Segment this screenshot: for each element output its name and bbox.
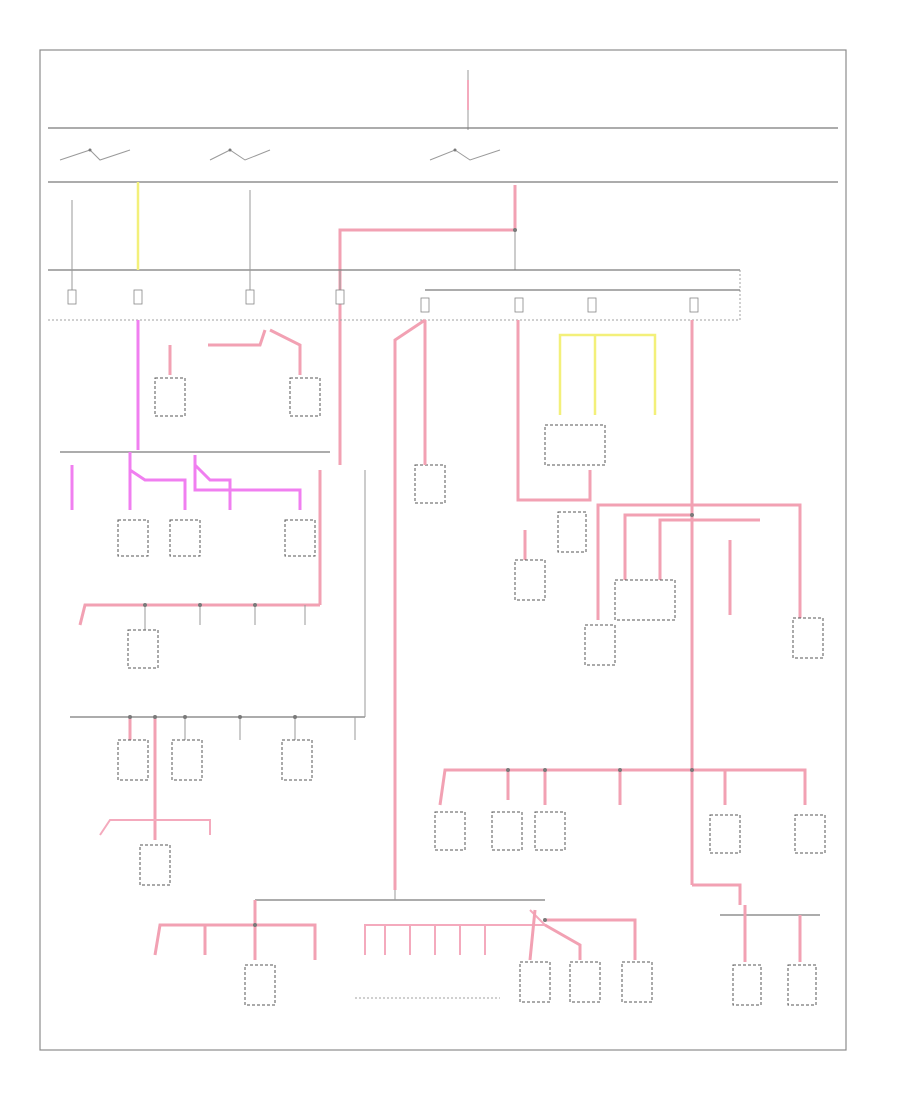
red-circuit-middle xyxy=(393,318,802,905)
main-feed-wire xyxy=(338,185,517,465)
bottom-circuits xyxy=(153,890,653,1006)
middle-left-bus xyxy=(70,470,366,886)
components-row-2 xyxy=(117,511,824,666)
right-middle-bus xyxy=(434,768,826,854)
junction-nodes xyxy=(128,228,694,927)
left-branch xyxy=(78,470,322,669)
red-circuit-upper-left xyxy=(168,328,302,375)
components-row-1 xyxy=(154,377,606,504)
bottom-right-circuits xyxy=(720,905,820,1006)
power-feed xyxy=(48,70,838,183)
magenta-circuit xyxy=(60,320,330,510)
yellow-circuit xyxy=(558,333,657,415)
diagram-frame xyxy=(39,49,847,1051)
fuse-block xyxy=(48,182,741,321)
ignition-switch-group xyxy=(59,148,501,161)
